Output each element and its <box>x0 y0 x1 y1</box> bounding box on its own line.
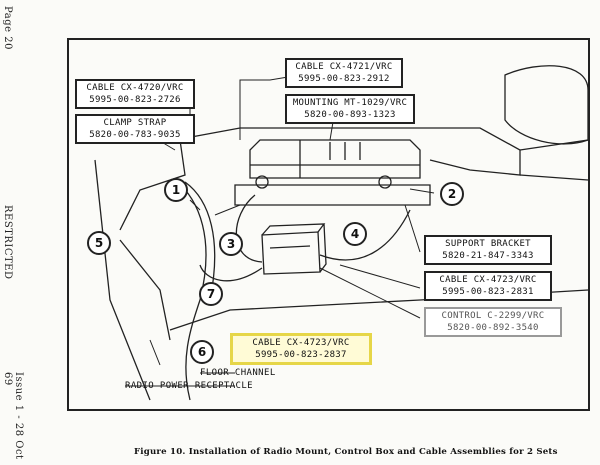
leader-lines <box>154 74 435 319</box>
label-part-number: 5820-21-847-3343 <box>442 251 534 261</box>
dash-outline <box>174 127 521 176</box>
issue-date: Issue 1 - 28 Oct 69 <box>2 372 24 460</box>
label-text: CLAMP STRAP <box>103 118 167 128</box>
callout-5: 5 <box>87 231 111 255</box>
label-part-number: 5820-00-783-9035 <box>89 130 181 140</box>
label-text: CABLE CX-4721/VRC <box>295 62 393 72</box>
label-text: SUPPORT BRACKET <box>445 239 531 249</box>
label-cable-cx-4723-right: CABLE CX-4723/VRC 5995-00-823-2831 <box>424 271 552 301</box>
label-control-c-2299: CONTROL C-2299/VRC 5820-00-892-3540 <box>424 307 562 337</box>
label-floor-channel: FLOOR CHANNEL <box>200 368 276 378</box>
callout-4: 4 <box>343 222 367 246</box>
label-part-number: 5995-00-823-2831 <box>442 287 534 297</box>
cable-run-5 <box>199 264 263 282</box>
label-text: CABLE CX-4723/VRC <box>439 275 537 285</box>
seat-shape <box>504 65 589 145</box>
cable-run-4 <box>319 209 411 261</box>
callout-6: 6 <box>190 340 214 364</box>
label-text: CABLE CX-4720/VRC <box>86 83 184 93</box>
figure-caption: Figure 10. Installation of Radio Mount, … <box>134 447 558 457</box>
label-part-number: 5995-00-823-2726 <box>89 95 181 105</box>
floor-leader <box>125 339 235 387</box>
callout-2: 2 <box>440 182 464 206</box>
callout-3: 3 <box>219 232 243 256</box>
label-cable-cx-4720: CABLE CX-4720/VRC 5995-00-823-2726 <box>75 79 195 109</box>
page-number: Page 20 <box>2 6 13 50</box>
label-cable-cx-4721: CABLE CX-4721/VRC 5995-00-823-2912 <box>285 58 403 88</box>
label-part-number: 5995-00-823-2837 <box>255 350 347 360</box>
label-support-bracket: SUPPORT BRACKET 5820-21-847-3343 <box>424 235 552 265</box>
callout-1: 1 <box>164 178 188 202</box>
right-wall <box>519 139 589 181</box>
side-margin-text: Page 20 RESTRICTED Issue 1 - 28 Oct 69 <box>0 0 24 465</box>
classification-marking: RESTRICTED <box>2 205 13 280</box>
label-part-number: 5820-00-893-1323 <box>304 110 396 120</box>
label-cable-cx-4723-bottom: CABLE CX-4723/VRC 5995-00-823-2837 <box>230 333 372 365</box>
label-text: MOUNTING MT-1029/VRC <box>292 98 408 108</box>
label-mounting-mt-1029: MOUNTING MT-1029/VRC 5820-00-893-1323 <box>285 94 415 124</box>
label-text: CONTROL C-2299/VRC <box>441 311 545 321</box>
label-part-number: 5820-00-892-3540 <box>447 323 539 333</box>
mounting-tray <box>234 139 431 206</box>
label-text: CABLE CX-4723/VRC <box>252 338 350 348</box>
label-clamp-strap: CLAMP STRAP 5820-00-783-9035 <box>75 114 195 144</box>
control-box <box>261 223 327 275</box>
label-radio-power-receptacle: RADIO POWER RECEPTACLE <box>125 381 254 391</box>
cable-run-2 <box>184 181 216 301</box>
left-structure <box>94 159 171 401</box>
figure-frame <box>67 38 590 411</box>
label-part-number: 5995-00-823-2912 <box>298 74 390 84</box>
callout-7: 7 <box>199 282 223 306</box>
